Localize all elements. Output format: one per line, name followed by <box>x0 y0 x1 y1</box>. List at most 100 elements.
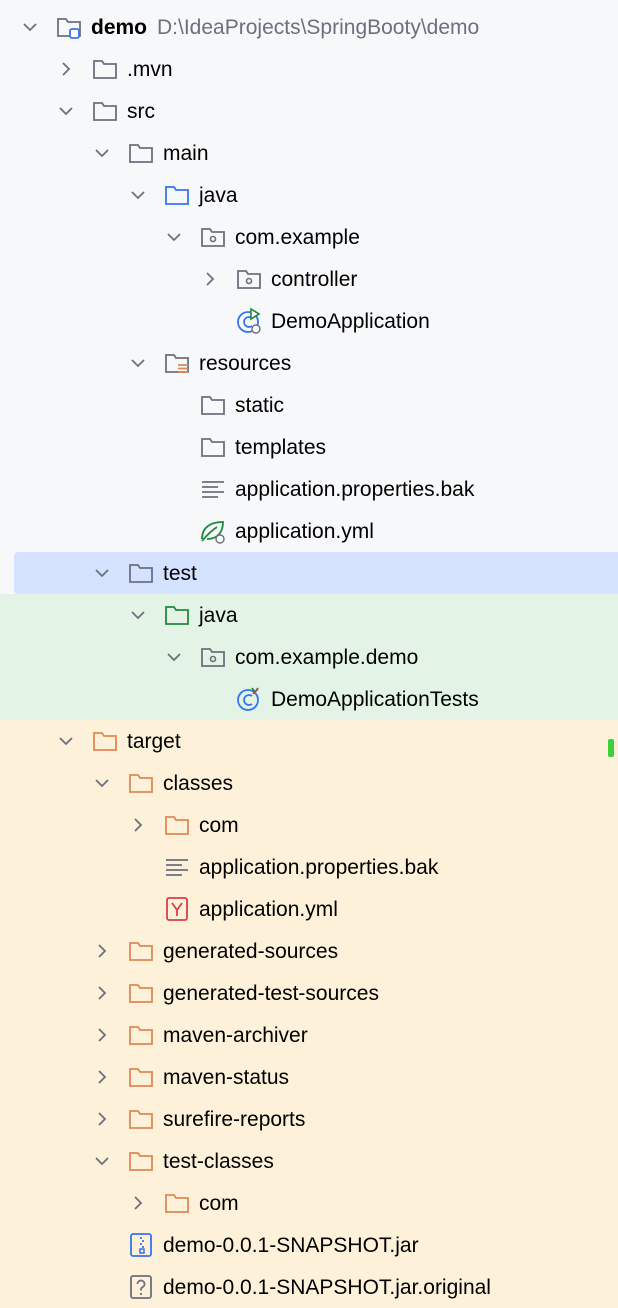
folder-icon <box>199 433 227 461</box>
chevron-right-icon[interactable] <box>91 940 113 962</box>
tree-item-label: generated-sources <box>163 939 339 963</box>
tree-item-label: java <box>199 183 238 207</box>
folder-icon <box>199 391 227 419</box>
tree-item-label: com.example.demo <box>235 645 419 669</box>
tree-item-label: classes <box>163 771 234 795</box>
tree-item-label: generated-test-sources <box>163 981 379 1005</box>
tree-item-label: surefire-reports <box>163 1107 306 1131</box>
chevron-right-icon[interactable] <box>55 58 77 80</box>
chevron-down-icon[interactable] <box>163 226 185 248</box>
chevron-down-icon[interactable] <box>91 142 113 164</box>
project-name: demo <box>91 15 148 39</box>
text-file-icon <box>199 475 227 503</box>
tree-row-com-test-classes[interactable]: com <box>0 1182 618 1224</box>
tree-row-jar-original[interactable]: demo-0.0.1-SNAPSHOT.jar.original <box>0 1266 618 1308</box>
tree-row-main[interactable]: main <box>0 132 618 174</box>
tree-row-static[interactable]: static <box>0 384 618 426</box>
chevron-down-icon[interactable] <box>91 1150 113 1172</box>
tree-row-jar[interactable]: demo-0.0.1-SNAPSHOT.jar <box>0 1224 618 1266</box>
tree-row-controller[interactable]: controller <box>0 258 618 300</box>
tree-row-com-classes[interactable]: com <box>0 804 618 846</box>
tree-row-src[interactable]: src <box>0 90 618 132</box>
project-path: D:\IdeaProjects\SpringBooty\demo <box>157 15 480 39</box>
tree-row-demo-application-tests[interactable]: DemoApplicationTests <box>0 678 618 720</box>
tree-row-test[interactable]: test <box>14 552 618 594</box>
tree-row-target-app-yml[interactable]: application.yml <box>0 888 618 930</box>
test-source-folder-icon <box>163 601 191 629</box>
tree-item-label: .mvn <box>127 57 173 81</box>
tree-item-label: main <box>163 141 209 165</box>
tree-row-resources[interactable]: resources <box>0 342 618 384</box>
excluded-folder-icon <box>127 979 155 1007</box>
chevron-down-icon[interactable] <box>91 772 113 794</box>
test-class-icon <box>235 685 263 713</box>
tree-row-test-classes[interactable]: test-classes <box>0 1140 618 1182</box>
tree-item-label: demo-0.0.1-SNAPSHOT.jar <box>163 1233 419 1257</box>
tree-row-generated-sources[interactable]: generated-sources <box>0 930 618 972</box>
chevron-down-icon[interactable] <box>55 730 77 752</box>
chevron-down-icon[interactable] <box>91 562 113 584</box>
tree-item-label: templates <box>235 435 327 459</box>
tree-row-props-bak[interactable]: application.properties.bak <box>0 468 618 510</box>
tree-row-classes[interactable]: classes <box>0 762 618 804</box>
tree-item-label: com <box>199 1191 239 1215</box>
tree-item-label: test <box>163 561 197 585</box>
excluded-folder-icon <box>91 727 119 755</box>
tree-item-label: demo-0.0.1-SNAPSHOT.jar.original <box>163 1275 491 1299</box>
tree-item-label: application.yml <box>235 519 374 543</box>
unknown-file-icon <box>127 1273 155 1301</box>
chevron-down-icon[interactable] <box>55 100 77 122</box>
tree-item-label: com.example <box>235 225 360 249</box>
spring-run-class-icon <box>235 307 263 335</box>
spring-config-icon <box>199 517 227 545</box>
tree-row-target[interactable]: target <box>0 720 618 762</box>
package-icon <box>199 643 227 671</box>
excluded-folder-icon <box>163 1189 191 1217</box>
chevron-down-icon[interactable] <box>127 184 149 206</box>
change-marker <box>608 739 614 757</box>
excluded-folder-icon <box>127 1105 155 1133</box>
tree-row-app-yml[interactable]: application.yml <box>0 510 618 552</box>
tree-item-label: src <box>127 99 155 123</box>
tree-item-label: resources <box>199 351 292 375</box>
tree-row-demo-application[interactable]: DemoApplication <box>0 300 618 342</box>
tree-item-label: maven-archiver <box>163 1023 308 1047</box>
tree-item-label: application.properties.bak <box>235 477 475 501</box>
tree-row-mvn[interactable]: .mvn <box>0 48 618 90</box>
project-tree: demo D:\IdeaProjects\SpringBooty\demo .m… <box>0 6 618 1308</box>
chevron-right-icon[interactable] <box>127 814 149 836</box>
tree-row-java-test[interactable]: java <box>0 594 618 636</box>
tree-row-maven-archiver[interactable]: maven-archiver <box>0 1014 618 1056</box>
chevron-right-icon[interactable] <box>91 982 113 1004</box>
archive-file-icon <box>127 1231 155 1259</box>
excluded-folder-icon <box>163 811 191 839</box>
yaml-file-icon <box>163 895 191 923</box>
tree-row-com-example-demo[interactable]: com.example.demo <box>0 636 618 678</box>
chevron-down-icon[interactable] <box>163 646 185 668</box>
tree-row-java-main[interactable]: java <box>0 174 618 216</box>
excluded-folder-icon <box>127 1063 155 1091</box>
tree-row-target-props-bak[interactable]: application.properties.bak <box>0 846 618 888</box>
tree-item-label: DemoApplicationTests <box>271 687 479 711</box>
resources-folder-icon <box>163 349 191 377</box>
chevron-down-icon[interactable] <box>19 16 41 38</box>
package-icon <box>235 265 263 293</box>
tree-item-label: target <box>127 729 181 753</box>
tree-item-label: test-classes <box>163 1149 274 1173</box>
chevron-down-icon[interactable] <box>127 352 149 374</box>
tree-row-surefire-reports[interactable]: surefire-reports <box>0 1098 618 1140</box>
tree-row-maven-status[interactable]: maven-status <box>0 1056 618 1098</box>
chevron-right-icon[interactable] <box>91 1108 113 1130</box>
tree-item-label: application.properties.bak <box>199 855 439 879</box>
tree-row-com-example[interactable]: com.example <box>0 216 618 258</box>
tree-row-templates[interactable]: templates <box>0 426 618 468</box>
tree-row-generated-test-sources[interactable]: generated-test-sources <box>0 972 618 1014</box>
chevron-right-icon[interactable] <box>91 1066 113 1088</box>
chevron-right-icon[interactable] <box>127 1192 149 1214</box>
chevron-down-icon[interactable] <box>127 604 149 626</box>
package-icon <box>199 223 227 251</box>
chevron-right-icon[interactable] <box>199 268 221 290</box>
chevron-right-icon[interactable] <box>91 1024 113 1046</box>
tree-row-demo[interactable]: demo D:\IdeaProjects\SpringBooty\demo <box>0 6 618 48</box>
tree-item-label: java <box>199 603 238 627</box>
